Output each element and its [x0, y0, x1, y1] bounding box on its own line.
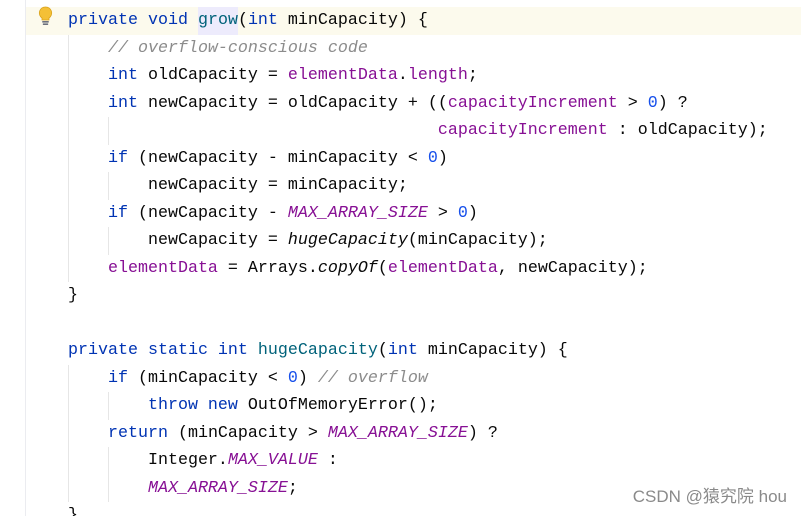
code-token: = Arrays.: [217, 258, 318, 278]
constant-token: MAX_VALUE: [227, 451, 318, 471]
keyword-token: int: [387, 341, 428, 361]
code-line-12[interactable]: [68, 310, 801, 338]
code-line-7[interactable]: newCapacity = minCapacity;: [68, 172, 801, 200]
keyword-token: if: [68, 148, 138, 168]
code-token: ;: [287, 478, 298, 498]
code-token: , newCapacity);: [497, 258, 648, 278]
keyword-token: return: [68, 423, 178, 443]
code-token: ) ?: [657, 93, 688, 113]
code-token: >: [617, 93, 648, 113]
keyword-token: int: [68, 66, 148, 86]
keyword-token: private static int: [68, 341, 258, 361]
code-line-16[interactable]: return (minCapacity > MAX_ARRAY_SIZE) ?: [68, 420, 801, 448]
keyword-token: int: [247, 11, 288, 31]
code-token: ): [297, 368, 318, 388]
number-token: 0: [287, 368, 298, 388]
code-line-15[interactable]: throw new OutOfMemoryError();: [68, 392, 801, 420]
code-token: newCapacity =: [68, 231, 288, 251]
keyword-token: throw new: [68, 396, 248, 416]
code-token: (: [377, 341, 388, 361]
keyword-token: if: [68, 203, 138, 223]
code-token: ) ?: [467, 423, 498, 443]
field-token: capacityIncrement: [447, 93, 618, 113]
comment-token: // overflow-conscious code: [68, 38, 368, 58]
code-token: .: [397, 66, 408, 86]
code-area[interactable]: private void grow(int minCapacity) { // …: [68, 7, 801, 516]
code-token: : oldCapacity);: [607, 121, 768, 141]
constant-token: MAX_ARRAY_SIZE: [287, 203, 428, 223]
indent-guide: [108, 117, 109, 145]
code-token: }: [68, 286, 78, 306]
code-line-14[interactable]: if (minCapacity < 0) // overflow: [68, 365, 801, 393]
code-token: newCapacity = oldCapacity + ((: [147, 93, 448, 113]
indent-guide: [108, 392, 109, 420]
field-token: length: [407, 66, 468, 86]
code-token: minCapacity) {: [427, 341, 568, 361]
method-name-token: hugeCapacity: [257, 341, 378, 361]
number-token: 0: [457, 203, 468, 223]
code-token: (newCapacity - minCapacity <: [137, 148, 428, 168]
code-line-19[interactable]: }: [68, 502, 801, 516]
code-token: (minCapacity >: [177, 423, 328, 443]
code-line-17[interactable]: Integer.MAX_VALUE :: [68, 447, 801, 475]
code-line-3[interactable]: int oldCapacity = elementData.length;: [68, 62, 801, 90]
code-token: :: [317, 451, 338, 471]
static-call-token: copyOf: [317, 258, 378, 278]
code-token: (minCapacity);: [407, 231, 548, 251]
code-line-11[interactable]: }: [68, 282, 801, 310]
comment-token: // overflow: [317, 368, 428, 388]
code-token: }: [68, 506, 78, 516]
keyword-token: int: [68, 93, 148, 113]
code-token: newCapacity = minCapacity;: [68, 176, 408, 196]
watermark: CSDN @猿究院 hou: [632, 487, 787, 506]
field-token: capacityIncrement: [68, 121, 608, 141]
code-token: oldCapacity =: [147, 66, 288, 86]
indent-guide: [68, 364, 69, 503]
number-token: 0: [427, 148, 438, 168]
indent-guide: [108, 227, 109, 255]
code-token: Integer.: [68, 451, 228, 471]
code-token: OutOfMemoryError();: [247, 396, 438, 416]
field-token: elementData: [68, 258, 218, 278]
current-line-highlight: [26, 7, 801, 35]
code-line-1[interactable]: private void grow(int minCapacity) {: [68, 7, 801, 35]
code-line-6[interactable]: if (newCapacity - minCapacity < 0): [68, 145, 801, 173]
field-token: elementData: [387, 258, 498, 278]
field-token: elementData: [287, 66, 398, 86]
code-line-2[interactable]: // overflow-conscious code: [68, 35, 801, 63]
gutter-divider: [25, 0, 26, 516]
code-line-5[interactable]: capacityIncrement : oldCapacity);: [68, 117, 801, 145]
code-line-13[interactable]: private static int hugeCapacity(int minC…: [68, 337, 801, 365]
indent-guide: [68, 34, 69, 283]
code-line-18[interactable]: MAX_ARRAY_SIZE;: [68, 475, 801, 503]
code-token: ;: [467, 66, 478, 86]
code-token: >: [427, 203, 458, 223]
code-line-9[interactable]: newCapacity = hugeCapacity(minCapacity);: [68, 227, 801, 255]
code-line-8[interactable]: if (newCapacity - MAX_ARRAY_SIZE > 0): [68, 200, 801, 228]
code-token: (: [237, 11, 248, 31]
code-token: (: [377, 258, 388, 278]
number-token: 0: [647, 93, 658, 113]
constant-token: MAX_ARRAY_SIZE: [327, 423, 468, 443]
static-call-token: hugeCapacity: [287, 231, 408, 251]
indent-guide: [108, 172, 109, 200]
constant-token: MAX_ARRAY_SIZE: [68, 478, 288, 498]
code-token: (newCapacity -: [137, 203, 288, 223]
method-name-token: grow: [197, 7, 238, 35]
code-token: minCapacity) {: [287, 11, 428, 31]
code-token: (minCapacity <: [137, 368, 288, 388]
lightbulb-icon[interactable]: [38, 6, 53, 26]
keyword-token: if: [68, 368, 138, 388]
keyword-token: private void: [68, 11, 198, 31]
code-line-4[interactable]: int newCapacity = oldCapacity + ((capaci…: [68, 90, 801, 118]
code-line-10[interactable]: elementData = Arrays.copyOf(elementData,…: [68, 255, 801, 283]
code-token: ): [467, 203, 478, 223]
indent-guide: [108, 447, 109, 503]
code-token: ): [437, 148, 448, 168]
